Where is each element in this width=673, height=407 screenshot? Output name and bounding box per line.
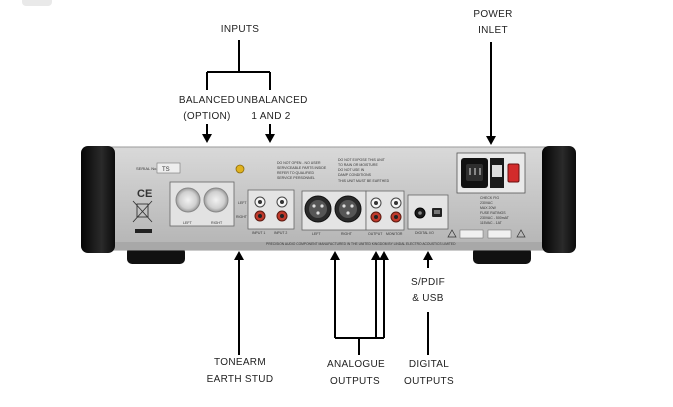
- xlr-output-jacks: [304, 195, 362, 223]
- svg-text:RIGHT: RIGHT: [236, 215, 248, 219]
- balanced-label: BALANCED: [178, 95, 236, 106]
- svg-text:SERVICEABLE PARTS INSIDE: SERVICEABLE PARTS INSIDE: [277, 166, 327, 170]
- svg-text:230VAC: 230VAC: [480, 201, 493, 205]
- callout-arrowheads: [202, 134, 496, 260]
- earth-stud: [235, 164, 245, 174]
- one-and-two-label: 1 AND 2: [251, 111, 291, 122]
- svg-text:INPUT 1: INPUT 1: [252, 231, 265, 235]
- analogue-label: ANALOGUE: [327, 359, 385, 370]
- power-switch: [507, 163, 520, 183]
- serial-plate: [156, 162, 181, 174]
- power-label: POWER: [473, 9, 513, 20]
- svg-text:CHECK FIG: CHECK FIG: [480, 196, 499, 200]
- unbalanced-label: UNBALANCED: [236, 95, 308, 106]
- callout-lines: [206, 40, 492, 355]
- rca-output-panel: [365, 190, 405, 231]
- inlet-label: INLET: [478, 25, 508, 36]
- svg-text:MONITOR: MONITOR: [386, 232, 403, 236]
- rca-output-jacks: [370, 197, 402, 223]
- svg-text:THIS UNIT MUST BE EARTHED: THIS UNIT MUST BE EARTHED: [338, 179, 390, 183]
- svg-text:PRECISION AUDIO COMPONENT MANU: PRECISION AUDIO COMPONENT MANUFACTURED I…: [266, 242, 456, 246]
- svg-text:LEFT: LEFT: [312, 232, 321, 236]
- svg-text:LEFT: LEFT: [238, 201, 247, 205]
- earth-stud-label: EARTH STUD: [206, 374, 274, 385]
- weee-icon: [132, 200, 153, 223]
- svg-text:DO NOT EXPOSE THIS UNIT: DO NOT EXPOSE THIS UNIT: [338, 158, 386, 162]
- left-foot: [127, 247, 185, 264]
- rca-input-panel: [247, 189, 295, 230]
- inputs-label: INPUTS: [220, 24, 260, 35]
- svg-text:DIGITAL I/O: DIGITAL I/O: [415, 231, 434, 235]
- and-usb-label: & USB: [412, 293, 444, 304]
- spdif-label: S/PDIF: [410, 277, 446, 288]
- svg-text:TS: TS: [162, 167, 170, 173]
- svg-text:DO NOT USE IN: DO NOT USE IN: [338, 168, 365, 172]
- svg-text:RIGHT: RIGHT: [341, 232, 353, 236]
- svg-text:REFER TO QUALIFIED: REFER TO QUALIFIED: [277, 171, 314, 175]
- svg-text:115VAC - 1AT: 115VAC - 1AT: [480, 221, 503, 225]
- tonearm-label: TONEARM: [214, 357, 266, 368]
- svg-text:CE: CE: [137, 188, 152, 200]
- right-foot: [473, 247, 531, 264]
- svg-text:230VAC - 500mAT: 230VAC - 500mAT: [480, 216, 510, 220]
- svg-text:RIGHT: RIGHT: [211, 221, 223, 225]
- digital-label: DIGITAL: [408, 359, 450, 370]
- analogue-outputs-label: OUTPUTS: [330, 376, 380, 387]
- rca-input-jacks: [254, 196, 288, 222]
- svg-text:SERIAL No.: SERIAL No.: [136, 166, 157, 171]
- svg-text:FUSE RATINGS: FUSE RATINGS: [480, 211, 506, 215]
- svg-text:OUTPUT: OUTPUT: [368, 232, 383, 236]
- svg-text:DAMP CONDITIONS: DAMP CONDITIONS: [338, 173, 372, 177]
- svg-text:LEFT: LEFT: [183, 221, 193, 225]
- svg-text:MAX 20W: MAX 20W: [480, 206, 496, 210]
- svg-text:TO RAIN OR MOISTURE: TO RAIN OR MOISTURE: [338, 163, 378, 167]
- svg-text:INPUT 2: INPUT 2: [274, 231, 287, 235]
- right-end-cap: [542, 146, 576, 253]
- option-label: (OPTION): [183, 111, 231, 122]
- svg-text:SERVICE PERSONNEL: SERVICE PERSONNEL: [277, 176, 315, 180]
- svg-text:DO NOT OPEN - NO USER: DO NOT OPEN - NO USER: [277, 161, 321, 165]
- digital-outputs-label: OUTPUTS: [404, 376, 454, 387]
- corner-tab: [22, 0, 52, 6]
- left-end-cap: [81, 146, 115, 253]
